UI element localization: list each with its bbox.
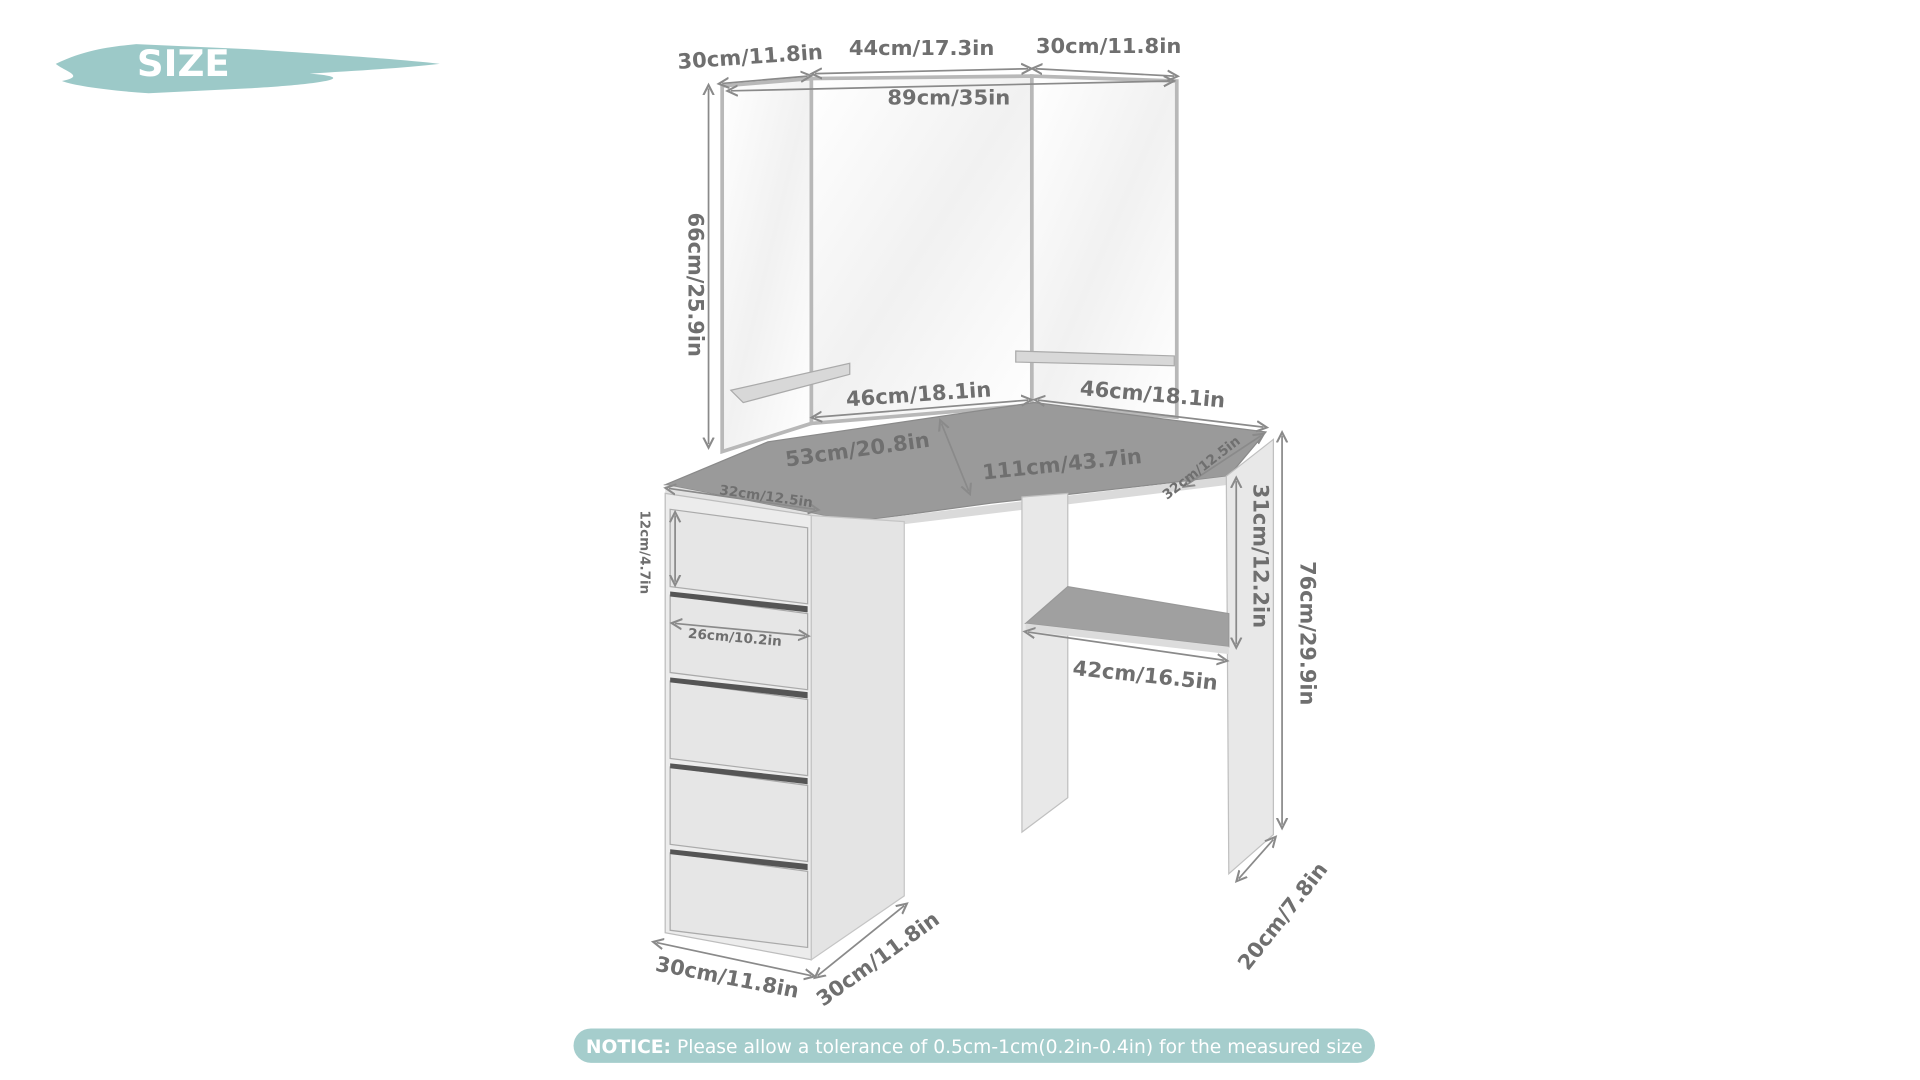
size-badge: SIZE <box>55 42 440 94</box>
dim-mirror-total-width: 89cm/35in <box>887 85 1010 109</box>
dim-mirror-center-width: 44cm/17.3in <box>849 36 995 60</box>
svg-text:NOTICE: Please allow a t: NOTICE: Please allow a tolerance of 0.5c… <box>586 1037 1363 1058</box>
dim-mirror-left-width: 30cm/11.8in <box>677 40 824 74</box>
dim-shelf-width: 42cm/16.5in <box>1072 656 1219 695</box>
mirror-shelf-left <box>729 362 851 404</box>
dim-total-height: 76cm/29.9in <box>1296 561 1320 705</box>
dim-mirror-height: 66cm/25.9in <box>684 213 708 357</box>
leg-middle <box>1021 492 1069 834</box>
dim-mirror-right-width: 30cm/11.8in <box>1036 34 1182 58</box>
mirror-shelf-right <box>1015 350 1175 367</box>
notice-text: Please allow a tolerance of 0.5cm-1cm(0.… <box>677 1037 1363 1058</box>
dim-drawer-height: 12cm/4.7in <box>636 510 652 594</box>
drawer-cabinet <box>664 492 905 961</box>
size-badge-label: SIZE <box>137 42 230 85</box>
dim-shelf-height: 31cm/12.2in <box>1249 484 1273 628</box>
notice-label: NOTICE: <box>586 1037 671 1058</box>
dim-leg-depth: 20cm/7.8in <box>1233 858 1333 975</box>
mirror <box>720 74 1179 455</box>
dim-cabinet-width: 30cm/11.8in <box>653 952 800 1003</box>
notice-banner: NOTICE: Please allow a tolerance of 0.5c… <box>573 1028 1375 1063</box>
dim-drawer-width: 26cm/10.2in <box>687 626 782 650</box>
